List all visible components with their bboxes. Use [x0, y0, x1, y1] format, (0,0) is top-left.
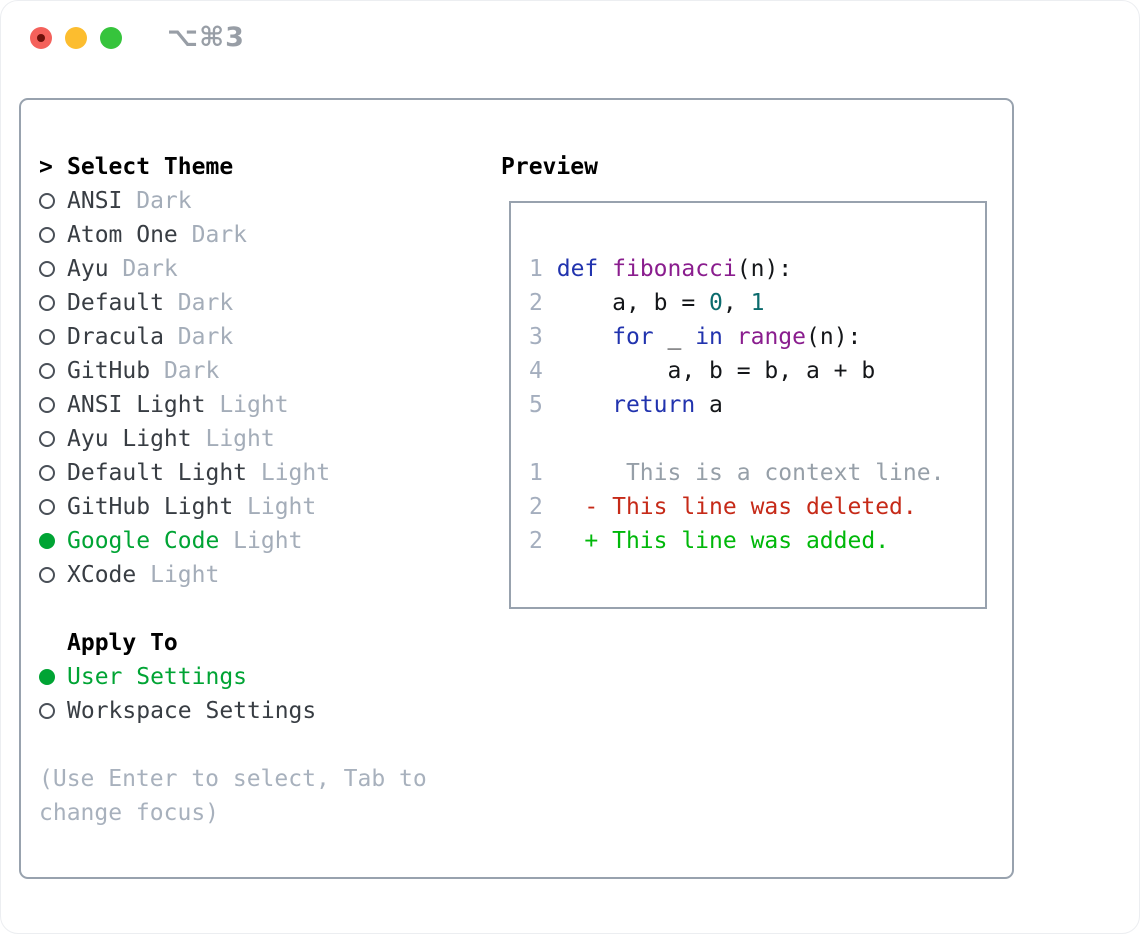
radio-icon	[39, 499, 67, 515]
radio-icon	[39, 431, 67, 447]
code-line: 4 a, b = b, a + b	[529, 358, 876, 384]
selected-radio-icon	[39, 669, 67, 685]
theme-option[interactable]: Default Light Light	[39, 456, 479, 490]
line-number: 1	[529, 256, 543, 282]
option-label: Ayu	[67, 256, 109, 282]
line-number: 2	[529, 494, 543, 520]
code-line: 1 This is a context line.	[529, 460, 945, 486]
line-number: 4	[529, 358, 543, 384]
option-variant: Light	[247, 460, 331, 486]
focus-chevron-icon: >	[39, 154, 53, 180]
option-label: XCode	[67, 562, 137, 588]
theme-option[interactable]: Atom One Dark	[39, 218, 479, 252]
option-label: GitHub Light	[67, 494, 234, 520]
preview-pane: 1 def fibonacci(n): 2 a, b = 0, 1 3 for _ …	[509, 201, 987, 609]
radio-icon	[39, 397, 67, 413]
code-line: 2 - This line was deleted.	[529, 494, 917, 520]
radio-icon	[39, 261, 67, 277]
theme-option[interactable]: Default Dark	[39, 286, 479, 320]
option-variant: Light	[136, 562, 220, 588]
theme-option[interactable]: ANSI Light Light	[39, 388, 479, 422]
titlebar: ⌥⌘3	[1, 1, 1139, 75]
theme-option[interactable]: Google Code Light	[39, 524, 479, 558]
spacer	[39, 728, 479, 762]
selected-radio-icon	[39, 533, 67, 549]
theme-option[interactable]: Dracula Dark	[39, 320, 479, 354]
radio-icon	[39, 703, 67, 719]
theme-option[interactable]: Ayu Light Light	[39, 422, 479, 456]
line-number: 1	[529, 460, 543, 486]
option-variant: Dark	[150, 358, 220, 384]
option-variant: Light	[205, 392, 289, 418]
close-button[interactable]	[30, 27, 52, 49]
radio-icon	[39, 567, 67, 583]
option-label: ANSI	[67, 188, 123, 214]
theme-option[interactable]: GitHub Dark	[39, 354, 479, 388]
code-line: 2 + This line was added.	[529, 528, 890, 554]
spacer	[39, 592, 479, 626]
option-label: GitHub	[67, 358, 151, 384]
code-line: 1 def fibonacci(n):	[529, 256, 793, 282]
apply-to-title: Apply To	[67, 630, 178, 656]
theme-option[interactable]: ANSI Dark	[39, 184, 479, 218]
option-label: Ayu Light	[67, 426, 192, 452]
select-theme-title: Select Theme	[67, 154, 234, 180]
blank-line	[529, 422, 985, 456]
apply-to-option[interactable]: User Settings	[39, 660, 479, 694]
radio-icon	[39, 295, 67, 311]
line-number: 5	[529, 392, 543, 418]
radio-icon	[39, 329, 67, 345]
option-label: Default Light	[67, 460, 248, 486]
option-variant: Dark	[108, 256, 178, 282]
radio-icon	[39, 363, 67, 379]
select-theme-header: > Select Theme	[39, 150, 479, 184]
option-label: Dracula	[67, 324, 164, 350]
radio-icon	[39, 465, 67, 481]
option-variant: Dark	[163, 324, 234, 350]
window-title: ⌥⌘3	[167, 22, 245, 53]
option-label: ANSI Light	[67, 392, 206, 418]
line-number: 2	[529, 290, 543, 316]
apply-to-header: Apply To	[39, 626, 479, 660]
radio-icon	[39, 193, 67, 209]
code-line: 5 return a	[529, 392, 723, 418]
keyboard-hint: (Use Enter to select, Tab to change focu…	[39, 766, 427, 826]
radio-icon	[39, 227, 67, 243]
minimize-button[interactable]	[65, 27, 87, 49]
option-variant: Dark	[122, 188, 192, 214]
option-variant: Dark	[177, 222, 248, 248]
option-variant: Light	[219, 528, 303, 554]
option-variant: Light	[233, 494, 317, 520]
zoom-button[interactable]	[100, 27, 122, 49]
apply-to-option[interactable]: Workspace Settings	[39, 694, 479, 728]
preview-title: Preview	[501, 154, 598, 180]
option-label: Google Code	[67, 528, 220, 554]
code-line: 2 a, b = 0, 1	[529, 290, 765, 316]
theme-option[interactable]: XCode Light	[39, 558, 479, 592]
option-label: Atom One	[67, 222, 178, 248]
option-label: User Settings	[67, 664, 248, 690]
line-number: 3	[529, 324, 543, 350]
line-number: 2	[529, 528, 543, 554]
option-variant: Light	[191, 426, 275, 452]
option-label: Default	[67, 290, 164, 316]
theme-option[interactable]: GitHub Light Light	[39, 490, 479, 524]
option-variant: Dark	[163, 290, 234, 316]
option-label: Workspace Settings	[67, 698, 317, 724]
theme-option[interactable]: Ayu Dark	[39, 252, 479, 286]
code-line: 3 for _ in range(n):	[529, 324, 862, 350]
